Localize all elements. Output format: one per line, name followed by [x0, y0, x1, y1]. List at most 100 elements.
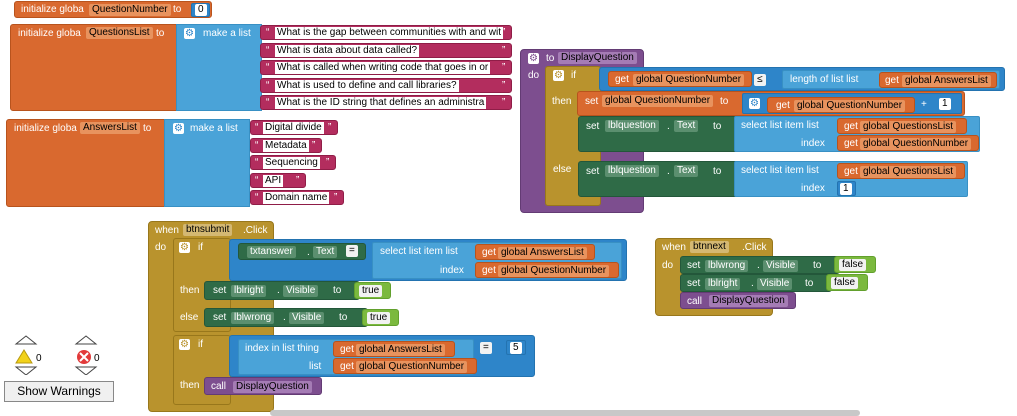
property-dropdown[interactable]: Visible	[289, 312, 325, 324]
call-displayquestion-block[interactable]: call DisplayQuestion	[680, 292, 796, 309]
compare-op-dropdown[interactable]: =	[346, 245, 358, 257]
property-dropdown[interactable]: Visible	[763, 260, 799, 272]
boolean-dropdown[interactable]: true	[359, 285, 383, 297]
set-qnum-block[interactable]: set global QuestionNumber to ⚙ get globa…	[577, 91, 965, 116]
text-string-block[interactable]: “What is used to define and call librari…	[260, 77, 512, 93]
number-value[interactable]: 5	[510, 342, 522, 354]
show-warnings-button[interactable]: Show Warnings	[4, 381, 114, 402]
var-field[interactable]: global AnswersList	[902, 75, 991, 87]
true-block[interactable]: true	[354, 282, 391, 299]
boolean-dropdown[interactable]: false	[831, 277, 859, 289]
init-questionnumber-block[interactable]: initialize globa QuestionNumber to 0	[14, 1, 212, 18]
boolean-dropdown[interactable]: true	[367, 312, 391, 324]
property-dropdown[interactable]: Visible	[283, 285, 319, 297]
var-field[interactable]: global QuestionNumber	[602, 95, 714, 107]
string-value[interactable]: Metadata	[263, 139, 309, 152]
get-qnum-block[interactable]: get global QuestionNumber	[608, 71, 752, 87]
horizontal-scrollbar[interactable]	[270, 410, 860, 416]
string-value[interactable]: What is used to define and call librarie…	[275, 79, 459, 92]
var-field[interactable]: global QuestionNumber	[498, 265, 610, 277]
number-value[interactable]: 1	[840, 183, 852, 195]
get-answerslist-block[interactable]: get global AnswersList	[475, 244, 595, 260]
set-lblquestion-text-block[interactable]: set lblquestion . Text to	[578, 161, 738, 197]
gear-icon[interactable]: ⚙	[173, 123, 184, 134]
procedure-name-field[interactable]: DisplayQuestion	[558, 52, 637, 64]
var-field[interactable]: global QuestionNumber	[356, 361, 468, 373]
gear-icon[interactable]: ⚙	[553, 70, 564, 81]
var-field[interactable]: global AnswersList	[356, 344, 445, 356]
call-displayquestion-block[interactable]: call DisplayQuestion	[204, 377, 322, 395]
procedure-dropdown[interactable]: DisplayQuestion	[233, 381, 312, 393]
set-lblright-visible-block[interactable]: set lblright . Visible to	[680, 274, 832, 292]
text-string-block[interactable]: “Domain name”	[250, 190, 344, 205]
false-block[interactable]: false	[834, 256, 876, 273]
string-value[interactable]: API	[263, 174, 284, 187]
property-dropdown[interactable]: Text	[674, 120, 699, 132]
var-field[interactable]: global QuestionNumber	[860, 138, 972, 150]
component-dropdown[interactable]: txtanswer	[247, 246, 296, 258]
string-value[interactable]: Sequencing	[263, 157, 320, 169]
make-list-block[interactable]: ⚙ make a list	[164, 119, 250, 207]
addition-block[interactable]: ⚙ get global QuestionNumber + 1	[742, 93, 962, 114]
number-block[interactable]: 5	[506, 340, 526, 355]
get-qnum-block[interactable]: get global QuestionNumber	[333, 358, 477, 374]
component-dropdown[interactable]: lblwrong	[705, 260, 749, 272]
component-dropdown[interactable]: lblquestion	[605, 120, 659, 132]
set-lblwrong-visible-block[interactable]: set lblwrong . Visible to	[204, 308, 368, 327]
number-block[interactable]: 0	[191, 3, 210, 17]
compare-block[interactable]: get global QuestionNumber ≤ length of li…	[599, 67, 1005, 91]
set-lblwrong-visible-block[interactable]: set lblwrong . Visible to	[680, 256, 840, 274]
component-dropdown[interactable]: lblright	[231, 285, 267, 297]
var-field[interactable]: global QuestionNumber	[794, 100, 906, 112]
false-block[interactable]: false	[826, 274, 868, 291]
var-field[interactable]: global QuestionsList	[860, 121, 957, 133]
get-questionslist-block[interactable]: get global QuestionsList	[837, 118, 967, 134]
property-dropdown[interactable]: Visible	[757, 278, 793, 290]
gear-icon[interactable]: ⚙	[184, 28, 195, 39]
gear-icon[interactable]: ⚙	[179, 242, 190, 253]
set-lblquestion-text-block[interactable]: set lblquestion . Text to	[578, 116, 738, 152]
init-answerslist-block[interactable]: initialize globa AnswersList to	[6, 119, 168, 207]
get-questionslist-block[interactable]: get global QuestionsList	[837, 163, 965, 179]
var-field[interactable]: global AnswersList	[498, 247, 587, 259]
string-value[interactable]: Digital divide	[263, 122, 324, 134]
compare-op-dropdown[interactable]: =	[480, 342, 492, 354]
gear-icon[interactable]: ⚙	[749, 98, 760, 109]
text-string-block[interactable]: “Metadata”	[250, 137, 322, 153]
set-lblright-visible-block[interactable]: set lblright . Visible to	[204, 281, 360, 300]
number-block[interactable]: 1	[837, 181, 856, 196]
get-answerslist-block[interactable]: get global AnswersList	[879, 72, 997, 88]
string-value[interactable]: What is data about data called?	[275, 44, 420, 57]
gear-icon[interactable]: ⚙	[179, 339, 190, 350]
text-string-block[interactable]: “Sequencing”	[250, 155, 336, 170]
text-string-block[interactable]: “Digital divide”	[250, 120, 338, 135]
compare-op-dropdown[interactable]: ≤	[754, 74, 766, 86]
text-string-block[interactable]: “What is the ID string that defines an a…	[260, 95, 512, 110]
get-qnum-block[interactable]: get global QuestionNumber	[767, 97, 915, 113]
component-dropdown[interactable]: lblwrong	[231, 312, 275, 324]
get-qnum-block[interactable]: get global QuestionNumber	[837, 135, 979, 151]
select-list-item-block[interactable]: select list item list index get global Q…	[734, 161, 968, 197]
index-in-list-block[interactable]: index in list thing list get global Answ…	[238, 339, 477, 375]
string-value[interactable]: What is the ID string that defines an ad…	[275, 97, 487, 109]
text-string-block[interactable]: “What is data about data called?”	[260, 42, 512, 58]
string-value[interactable]: What is called when writing code that go…	[275, 62, 491, 74]
string-value[interactable]: What is the gap between communities with…	[275, 27, 503, 39]
true-block[interactable]: true	[362, 309, 399, 326]
property-dropdown[interactable]: Text	[674, 165, 699, 177]
number-value[interactable]: 1	[939, 98, 951, 110]
property-dropdown[interactable]: Text	[313, 246, 338, 258]
number-value[interactable]: 0	[195, 4, 207, 16]
component-dropdown[interactable]: btnnext	[690, 241, 729, 253]
string-value[interactable]: Domain name	[263, 192, 330, 204]
select-list-item-block[interactable]: select list item list index get global A…	[372, 242, 622, 279]
init-questionslist-block[interactable]: initialize globa QuestionsList to	[10, 24, 180, 111]
text-string-block[interactable]: “API”	[250, 172, 306, 188]
gear-icon[interactable]: ⚙	[528, 53, 539, 64]
length-of-list-block[interactable]: length of list list get global AnswersLi…	[782, 70, 1000, 89]
text-string-block[interactable]: “What is called when writing code that g…	[260, 60, 512, 75]
get-qnum-block[interactable]: get global QuestionNumber	[475, 262, 619, 278]
txtanswer-text-getter[interactable]: txtanswer . Text	[238, 243, 366, 260]
component-dropdown[interactable]: lblquestion	[605, 165, 659, 177]
text-string-block[interactable]: “What is the gap between communities wit…	[260, 25, 512, 40]
